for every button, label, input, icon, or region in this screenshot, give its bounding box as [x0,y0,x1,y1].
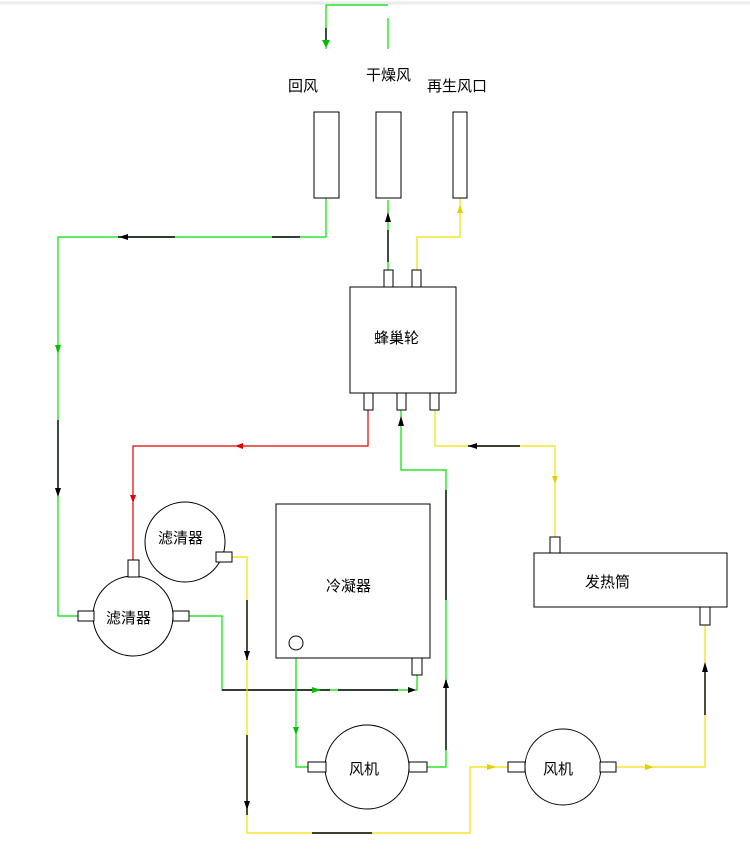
regen-outlet-duct [452,111,468,199]
yellow-to-heater-line [434,410,558,537]
return-air-line [55,198,327,617]
condenser-to-fan-line [293,650,308,768]
regen-outlet-label: 再生风口 [427,77,487,95]
heater-tube: 发热筒 [533,536,728,626]
filter-to-condenser-line [189,615,418,693]
dry-air-line [385,200,391,270]
fan-right: 风机 [507,728,617,806]
yellow-bottom-line [232,556,508,834]
top-loop-line [322,4,389,49]
condenser-label: 冷凝器 [326,577,371,595]
honeycomb-wheel-label: 蜂巢轮 [374,329,419,347]
honeycomb-wheel: 蜂巢轮 [349,269,457,411]
filter-top-label: 滤清器 [158,529,203,547]
return-air-duct [313,111,340,199]
green-to-wheel-line [398,410,449,768]
filter-left: 滤清器 [77,559,190,657]
condenser: 冷凝器 [275,503,431,676]
heater-tube-label: 发热筒 [585,573,630,591]
filter-top: 滤清器 [144,501,233,583]
fan-center-label: 风机 [349,760,379,778]
red-line [130,410,369,560]
return-air-label: 回风 [288,77,318,95]
fan-right-label: 风机 [543,760,573,778]
fan-center: 风机 [307,724,428,810]
filter-left-label: 滤清器 [106,609,151,627]
fan-to-heater-line [616,625,708,770]
regen-outlet-line [416,198,463,270]
dry-air-label: 干燥风 [366,66,411,84]
dry-air-duct [375,111,402,199]
